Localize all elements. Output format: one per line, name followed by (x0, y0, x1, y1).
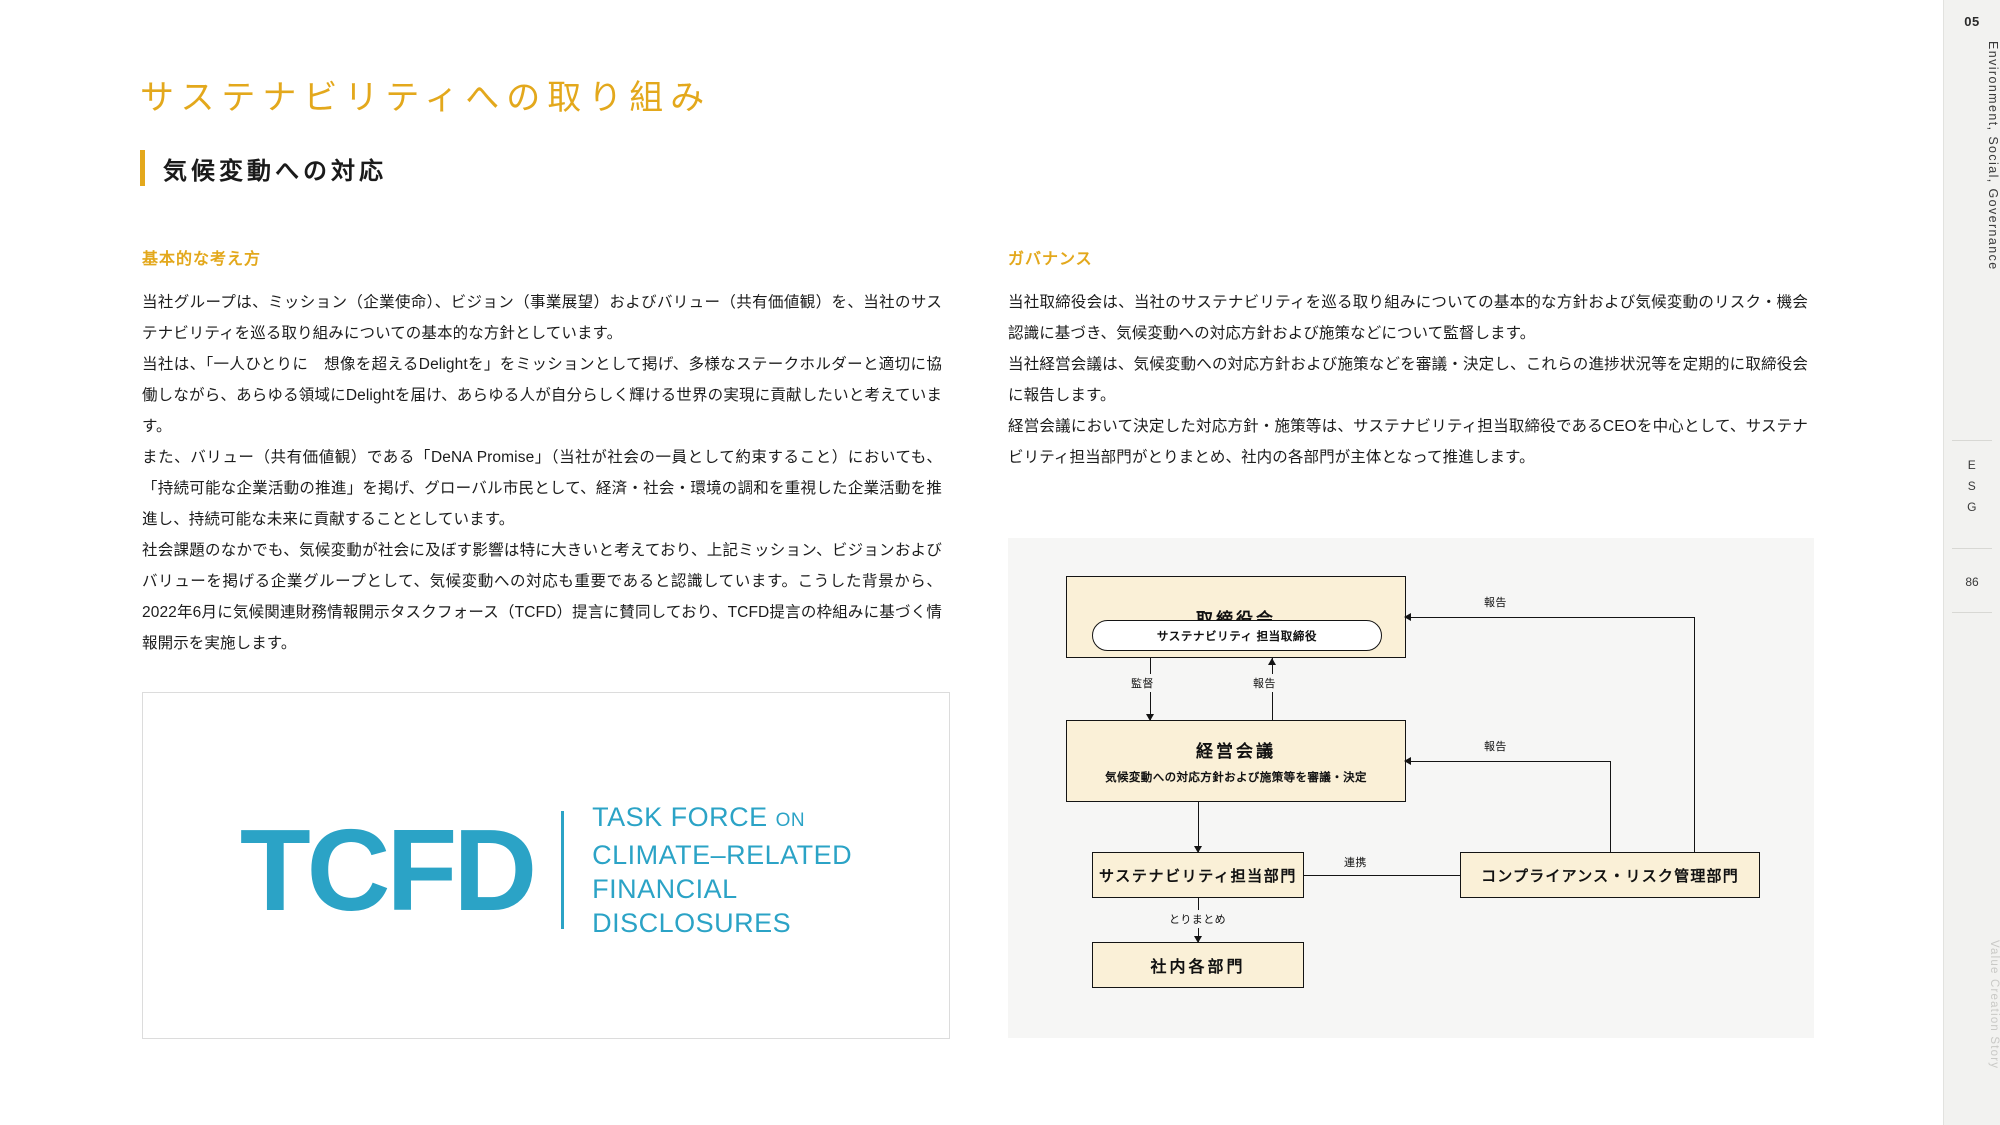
tcfd-line-2: CLIMATE–RELATED (592, 839, 853, 870)
arrow-compliance-to-exec (1404, 757, 1411, 765)
diagram-box-sustainability-dept-title: サステナビリティ担当部門 (1098, 867, 1297, 885)
tcfd-logo-frame: TCFD TASK FORCE ON CLIMATE–RELATED FINAN… (142, 692, 950, 1039)
connector-coordination (1304, 875, 1460, 877)
paragraph: また、バリュー（共有価値観）である「DeNA Promise」（当社が社会の一員… (142, 449, 942, 528)
connector-board-riser (1694, 617, 1696, 852)
diagram-box-internal-depts-title: 社内各部門 (1150, 959, 1246, 976)
paragraph: 社会課題のなかでも、気候変動が社会に及ぼす影響は特に大きいと考えており、上記ミッ… (142, 542, 942, 652)
arrow-supervise-down (1146, 714, 1154, 721)
tcfd-line-4: DISCLOSURES (592, 907, 792, 938)
diagram-box-compliance-dept-title: コンプライアンス・リスク管理部門 (1481, 867, 1739, 885)
tcfd-logo-text: TASK FORCE ON CLIMATE–RELATED FINANCIAL … (592, 800, 852, 940)
paragraph: 当社は、「一人ひとりに 想像を超えるDelightを」をミッションとして掲げ、多… (142, 356, 942, 435)
right-section-label: ガバナンス (1008, 251, 1093, 268)
section-heading-label: 気候変動への対応 (163, 157, 387, 185)
connector-exec-to-sustain (1198, 802, 1200, 852)
connector-compliance-to-board (1406, 617, 1695, 619)
label-report-top-right: 報告 (1484, 597, 1507, 609)
side-section-name: Environment, Social, Governance (1986, 41, 2000, 271)
diagram-box-sustainability-dept: サステナビリティ担当部門 (1092, 852, 1304, 898)
paragraph: 当社グループは、ミッション（企業使命）、ビジョン（事業展望）およびバリュー（共有… (142, 294, 942, 342)
page-title: サステナビリティへの取り組み (140, 79, 712, 117)
paragraph: 当社取締役会は、当社のサステナビリティを巡る取り組みについての基本的な方針および… (1008, 294, 1808, 342)
paragraph: 当社経営会議は、気候変動への対応方針および施策などを審議・決定し、これらの進捗状… (1008, 356, 1808, 404)
side-rail: 05 Environment, Social, Governance E S G… (1943, 0, 2000, 1125)
side-esg-stack: E S G (1944, 455, 2000, 518)
paragraph: 経営会議において決定した対応方針・施策等は、サステナビリティ担当取締役であるCE… (1008, 418, 1808, 466)
diagram-box-compliance-dept: コンプライアンス・リスク管理部門 (1460, 852, 1760, 898)
diagram-box-exec-sub: 気候変動への対応方針および施策等を審議・決定 (1105, 772, 1367, 784)
side-vertical-label: Value Creation Story (1988, 940, 2000, 1070)
left-body-text: 当社グループは、ミッション（企業使命）、ビジョン（事業展望）およびバリュー（共有… (142, 287, 942, 659)
left-section-label: 基本的な考え方 (142, 251, 262, 268)
label-report-mid-right: 報告 (1484, 741, 1507, 753)
side-esg-s: S (1967, 479, 1977, 493)
diagram-box-exec: 経営会議 気候変動への対応方針および施策等を審議・決定 (1066, 720, 1406, 802)
label-supervise: 監督 (1126, 674, 1159, 692)
side-esg-e: E (1967, 458, 1977, 472)
label-report-center: 報告 (1248, 674, 1281, 692)
arrow-sustain-to-internal (1194, 936, 1202, 943)
tcfd-logo-divider (561, 810, 565, 929)
diagram-pill-sustainability-director: サステナビリティ 担当取締役 (1092, 620, 1382, 651)
governance-diagram: 取締役会 サステナビリティ 担当取締役 経営会議 気候変動への対応方針および施策… (1008, 538, 1814, 1038)
tcfd-line-1-on: ON (775, 809, 806, 831)
rail-divider-mid (1952, 548, 1992, 549)
rail-divider-bottom (1952, 612, 1992, 613)
tcfd-logo: TCFD TASK FORCE ON CLIMATE–RELATED FINAN… (240, 800, 852, 940)
rail-divider-top (1952, 440, 1992, 441)
section-accent-bar (140, 150, 145, 186)
arrow-exec-to-sustain (1194, 846, 1202, 853)
right-body-text: 当社取締役会は、当社のサステナビリティを巡る取り組みについての基本的な方針および… (1008, 287, 1808, 473)
label-summarize: とりまとめ (1164, 910, 1231, 928)
side-page-number: 05 (1964, 14, 1980, 29)
diagram-box-exec-title: 経営会議 (1196, 742, 1276, 761)
diagram-box-internal-depts: 社内各部門 (1092, 942, 1304, 988)
tcfd-line-1-main: TASK FORCE (592, 801, 768, 832)
label-coordinate: 連携 (1344, 857, 1367, 869)
tcfd-wordmark: TCFD (239, 804, 537, 935)
tcfd-line-1: TASK FORCE ON (592, 800, 852, 838)
side-esg-g: G (1967, 500, 1977, 514)
section-heading: 気候変動への対応 (140, 150, 387, 186)
side-folio: 86 (1965, 575, 1979, 589)
arrow-report-center-up (1268, 658, 1276, 665)
connector-compliance-to-exec (1406, 761, 1611, 763)
tcfd-line-3: FINANCIAL (592, 873, 738, 904)
connector-compliance-riser (1610, 761, 1612, 852)
arrow-compliance-to-board (1404, 613, 1411, 621)
